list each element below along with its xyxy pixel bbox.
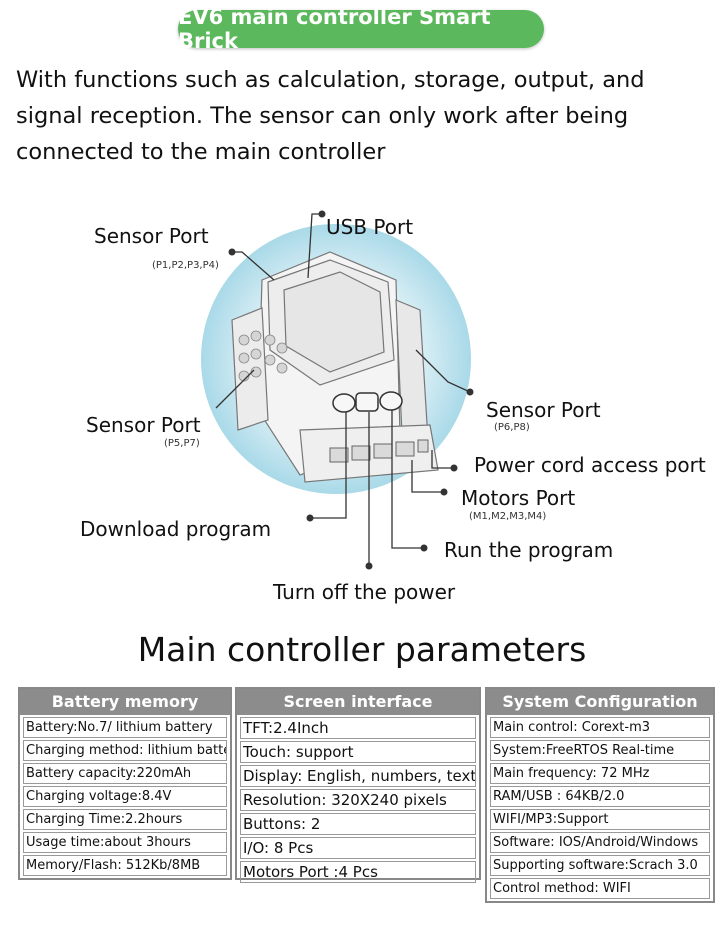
intro-text: With functions such as calculation, stor… [16, 67, 645, 165]
label-sensor-port-left: Sensor Port [86, 413, 201, 437]
screen-row: Resolution: 320X240 pixels [240, 789, 476, 811]
screen-row: I/O: 8 Pcs [240, 837, 476, 859]
system-row: Main frequency: 72 MHz [490, 763, 710, 784]
system-row: WIFI/MP3:Support [490, 809, 710, 830]
label-motors-port-sub: (M1,M2,M3,M4) [469, 511, 547, 522]
battery-table-header: Battery memory [20, 689, 230, 715]
label-turn-off-power: Turn off the power [273, 580, 456, 604]
screen-row: Motors Port :4 Pcs [240, 861, 476, 883]
control-buttons [332, 391, 403, 413]
screen-row: Touch: support [240, 741, 476, 763]
params-title: Main controller parameters [137, 630, 587, 669]
battery-row: Memory/Flash: 512Kb/8MB [23, 855, 227, 876]
label-usb-port: USB Port [326, 215, 414, 239]
label-sensor-port-left-sub: (P5,P7) [164, 438, 200, 449]
battery-row: Usage time:about 3hours [23, 832, 227, 853]
label-download-program: Download program [80, 517, 272, 541]
label-sensor-port-right-sub: (P6,P8) [494, 422, 530, 433]
page-title-badge: EV6 main controller Smart Brick [178, 5, 544, 53]
controller-brick [231, 251, 439, 483]
battery-row: Charging method: lithium battery [23, 740, 227, 761]
label-power-cord: Power cord access port [474, 453, 706, 477]
sensor-port-holes [238, 330, 288, 382]
label-sensor-port-top: Sensor Port [94, 224, 209, 248]
battery-row: Battery:No.7/ lithium battery [23, 717, 227, 738]
label-sensor-port-top-sub: (P1,P2,P3,P4) [152, 260, 219, 271]
screen-row: Display: English, numbers, text, [240, 765, 476, 787]
controller-illustration [201, 210, 474, 570]
system-row: Control method: WIFI [490, 878, 710, 899]
system-row: Main control: Corext-m3 [490, 717, 710, 738]
page-title: EV6 main controller Smart Brick [178, 5, 491, 53]
system-configuration-table: System Configuration Main control: Corex… [485, 687, 715, 903]
battery-row: Charging Time:2.2hours [23, 809, 227, 830]
battery-row: Charging voltage:8.4V [23, 786, 227, 807]
motor-ports [329, 439, 429, 463]
system-row: System:FreeRTOS Real-time [490, 740, 710, 761]
system-row: RAM/USB : 64KB/2.0 [490, 786, 710, 807]
system-table-header: System Configuration [487, 689, 713, 715]
battery-memory-table: Battery memory Battery:No.7/ lithium bat… [18, 687, 232, 880]
screen-row: Buttons: 2 [240, 813, 476, 835]
label-run-program: Run the program [444, 538, 614, 562]
battery-row: Battery capacity:220mAh [23, 763, 227, 784]
label-motors-port: Motors Port [461, 486, 576, 510]
screen-row: TFT:2.4Inch [240, 717, 476, 739]
system-row: Software: IOS/Android/Windows [490, 832, 710, 853]
screen-table-header: Screen interface [237, 689, 479, 715]
controller-diagram: Sensor Port (P1,P2,P3,P4) USB Port Senso… [0, 190, 724, 620]
system-row: Supporting software:Scrach 3.0 [490, 855, 710, 876]
leader-dots [228, 210, 474, 570]
label-sensor-port-right: Sensor Port [486, 398, 601, 422]
screen-interface-table: Screen interface TFT:2.4Inch Touch: supp… [235, 687, 481, 883]
